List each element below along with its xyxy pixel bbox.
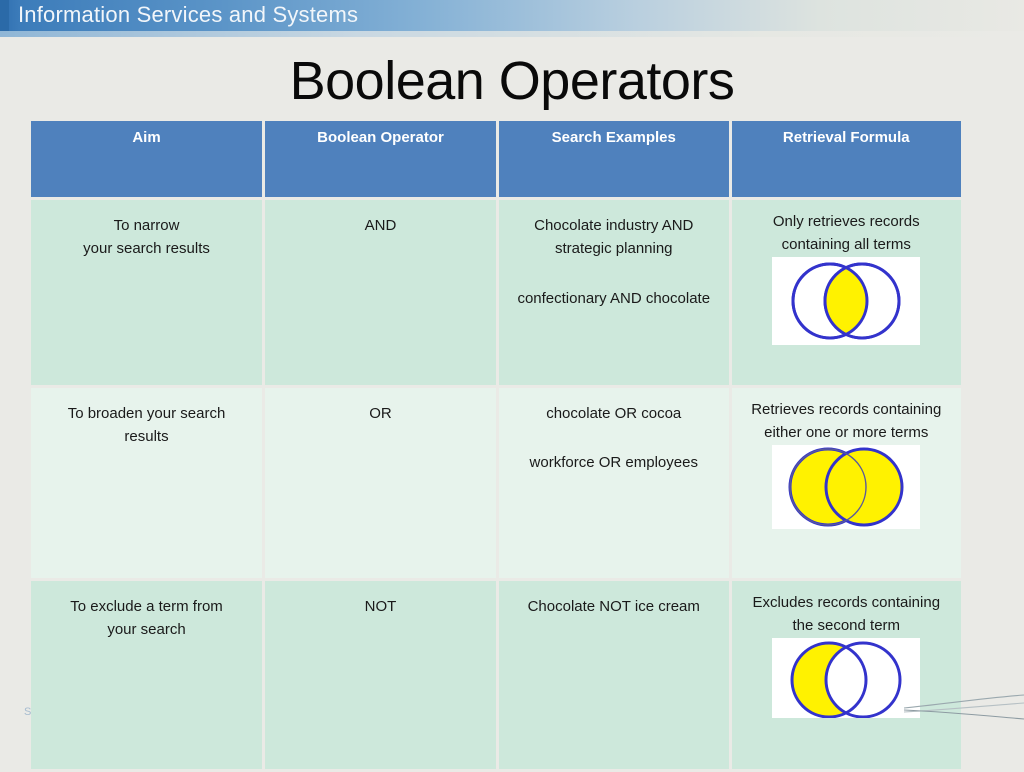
example-and-2: confectionary AND chocolate bbox=[517, 289, 711, 307]
cell-operator-and: AND bbox=[265, 200, 496, 385]
aim-and-line2: your search results bbox=[83, 240, 210, 258]
table-row: To narrow your search results AND Chocol… bbox=[31, 200, 961, 385]
top-banner: Information Services and Systems bbox=[0, 0, 1024, 31]
table-row: To exclude a term from your search NOT C… bbox=[31, 581, 961, 769]
cell-aim-or: To broaden your search results bbox=[31, 388, 262, 578]
cell-formula-not: Excludes records containing the second t… bbox=[731, 581, 961, 769]
aim-and-line1: To narrow bbox=[113, 217, 180, 234]
cell-aim-and: To narrow your search results bbox=[31, 200, 262, 385]
cell-aim-not: To exclude a term from your search bbox=[31, 581, 262, 769]
page-title: Boolean Operators bbox=[289, 51, 735, 111]
banner-title: Information Services and Systems bbox=[18, 2, 359, 27]
example-not-1: Chocolate NOT ice cream bbox=[527, 598, 700, 615]
example-and-1: Chocolate industry AND strategic plannin… bbox=[534, 217, 694, 258]
column-header-search-examples: Search Examples bbox=[499, 121, 729, 197]
cell-examples-or: chocolate OR cocoa workforce OR employee… bbox=[499, 388, 729, 578]
formula-not-text: Excludes records containing the second t… bbox=[752, 594, 941, 635]
aim-or-line1: To broaden your search bbox=[67, 405, 226, 422]
banner-underline bbox=[0, 31, 1024, 37]
venn-not-icon bbox=[772, 637, 921, 718]
table-row: To broaden your search results OR chocol… bbox=[31, 388, 961, 578]
banner-left-accent-bar bbox=[0, 0, 9, 31]
operator-or-label: OR bbox=[369, 405, 392, 422]
formula-or-text: Retrieves records containing either one … bbox=[751, 401, 942, 442]
boolean-operators-table: Aim Boolean Operator Search Examples Ret… bbox=[28, 118, 964, 772]
column-header-boolean-operator-label: Boolean Operator bbox=[317, 129, 444, 146]
footer-mark: S bbox=[24, 706, 32, 718]
column-header-aim-label: Aim bbox=[132, 129, 161, 146]
formula-and-text: Only retrieves records containing all te… bbox=[772, 213, 920, 254]
cell-formula-and: Only retrieves records containing all te… bbox=[731, 200, 961, 385]
cell-operator-or: OR bbox=[265, 388, 496, 578]
aim-not-line1: To exclude a term from bbox=[70, 598, 223, 615]
cell-operator-not: NOT bbox=[265, 581, 496, 769]
venn-and-icon bbox=[772, 256, 921, 345]
operator-and-label: AND bbox=[364, 217, 397, 234]
column-header-boolean-operator: Boolean Operator bbox=[265, 121, 496, 197]
example-or-1: chocolate OR cocoa bbox=[546, 405, 682, 422]
venn-or-icon bbox=[772, 444, 921, 529]
aim-not-line2: your search bbox=[107, 621, 186, 639]
operator-not-label: NOT bbox=[364, 598, 397, 615]
column-header-aim: Aim bbox=[31, 121, 262, 197]
aim-or-line2: results bbox=[124, 428, 169, 446]
cell-formula-or: Retrieves records containing either one … bbox=[731, 388, 961, 578]
cell-examples-not: Chocolate NOT ice cream bbox=[499, 581, 729, 769]
example-or-2: workforce OR employees bbox=[529, 454, 698, 472]
column-header-search-examples-label: Search Examples bbox=[551, 129, 676, 146]
cell-examples-and: Chocolate industry AND strategic plannin… bbox=[499, 200, 729, 385]
table-header-row: Aim Boolean Operator Search Examples Ret… bbox=[31, 121, 961, 197]
column-header-retrieval-formula-label: Retrieval Formula bbox=[782, 129, 910, 146]
column-header-retrieval-formula: Retrieval Formula bbox=[731, 121, 961, 197]
